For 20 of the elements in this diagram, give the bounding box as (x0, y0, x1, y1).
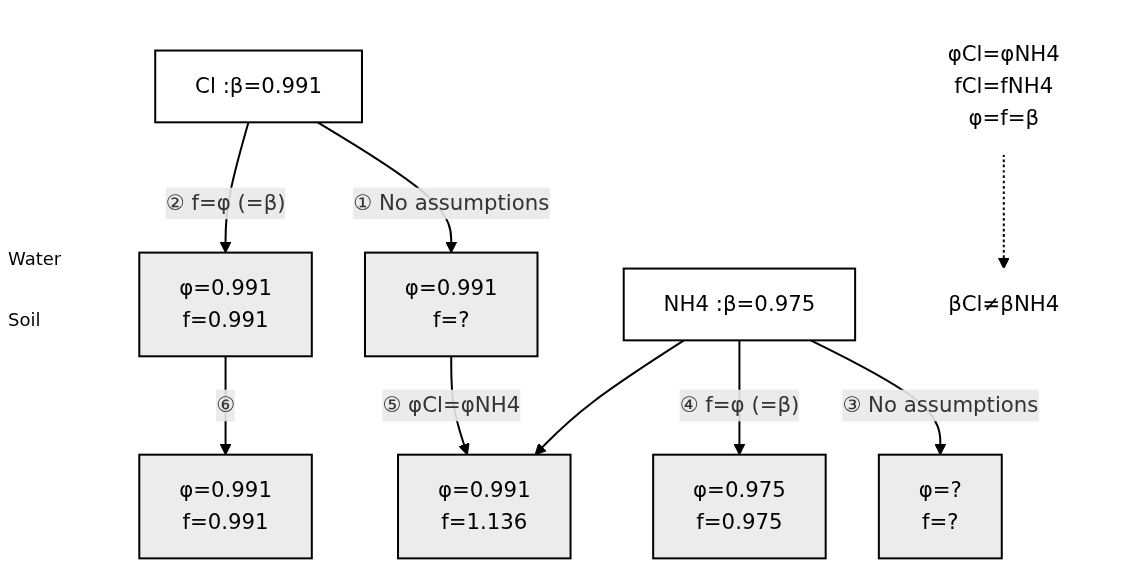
node-box: φ=0.991 f=? (364, 251, 539, 358)
arrow (534, 339, 685, 456)
arrow (997, 153, 1010, 270)
node-text: βCl≠βNH4 (948, 291, 1060, 317)
node-box: φ=? f=? (877, 453, 1003, 560)
edge-label: ⑤ φCl=φNH4 (382, 392, 521, 418)
edge-label: ① No assumptions (353, 190, 550, 216)
edge-label: ② f=φ (=β) (165, 190, 286, 216)
node-box: φ=0.991 f=0.991 (138, 453, 313, 560)
edge-label: ⑥ (216, 392, 236, 418)
compartment-label: Water (8, 247, 63, 269)
node-box: φ=0.991 f=0.991 (138, 251, 313, 358)
edge-label: ④ f=φ (=β) (679, 392, 800, 418)
node-box: φ=0.975 f=0.975 (652, 453, 827, 560)
edge-label: ③ No assumptions (842, 392, 1039, 418)
compartment-label: Soil (8, 308, 42, 330)
node-box: Cl :β=0.991 (154, 49, 363, 124)
node-box: NH4 :β=0.975 (622, 267, 857, 342)
node-text: φCl=φNH4 fCl=fNH4 φ=f=β (947, 41, 1060, 131)
node-box: φ=0.991 f=1.136 (397, 453, 572, 560)
